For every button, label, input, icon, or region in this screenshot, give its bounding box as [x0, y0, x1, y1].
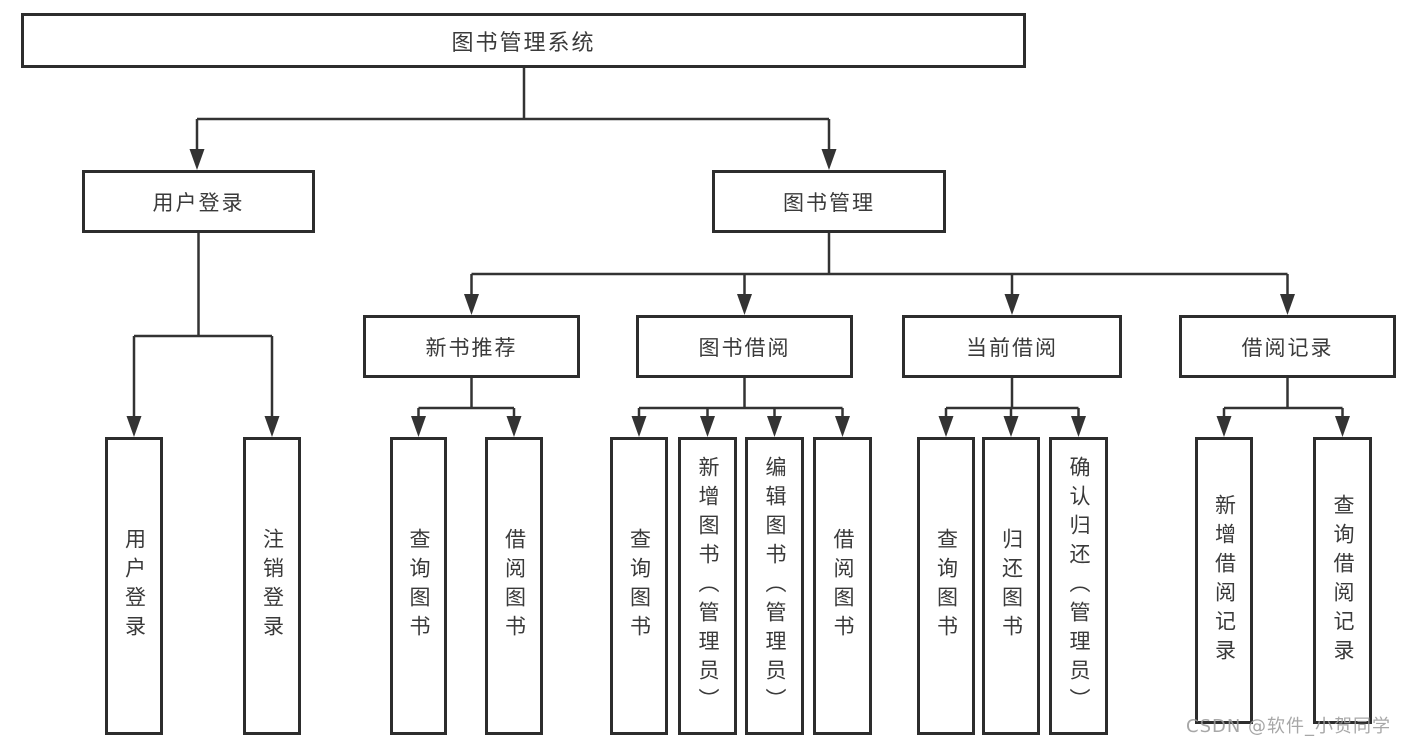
leaf-borrow-books: 借阅图书 [813, 437, 872, 735]
csdn-watermark: CSDN @软件_小贺同学 [1186, 716, 1392, 737]
leaf-borrow-books-recommend: 借阅图书 [485, 437, 543, 735]
node-new-book-recommendation: 新书推荐 [363, 315, 580, 378]
node-borrowing-records: 借阅记录 [1179, 315, 1396, 378]
leaf-edit-books-admin: 编辑图书（管理员） [745, 437, 804, 735]
leaf-user-login: 用户登录 [105, 437, 163, 735]
leaf-query-books-current: 查询图书 [917, 437, 975, 735]
leaf-return-books: 归还图书 [982, 437, 1040, 735]
leaf-add-books-admin: 新增图书（管理员） [678, 437, 737, 735]
node-book-management: 图书管理 [712, 170, 946, 233]
leaf-confirm-return-admin: 确认归还（管理员） [1049, 437, 1108, 735]
node-user-login: 用户登录 [82, 170, 315, 233]
node-current-borrowing: 当前借阅 [902, 315, 1122, 378]
node-library-management-system: 图书管理系统 [21, 13, 1026, 68]
leaf-query-books-recommend: 查询图书 [390, 437, 447, 735]
node-book-borrowing: 图书借阅 [636, 315, 853, 378]
leaf-logout: 注销登录 [243, 437, 301, 735]
leaf-query-borrow-record: 查询借阅记录 [1313, 437, 1372, 724]
leaf-query-books-borrowing: 查询图书 [610, 437, 668, 735]
leaf-add-borrow-record: 新增借阅记录 [1195, 437, 1253, 724]
